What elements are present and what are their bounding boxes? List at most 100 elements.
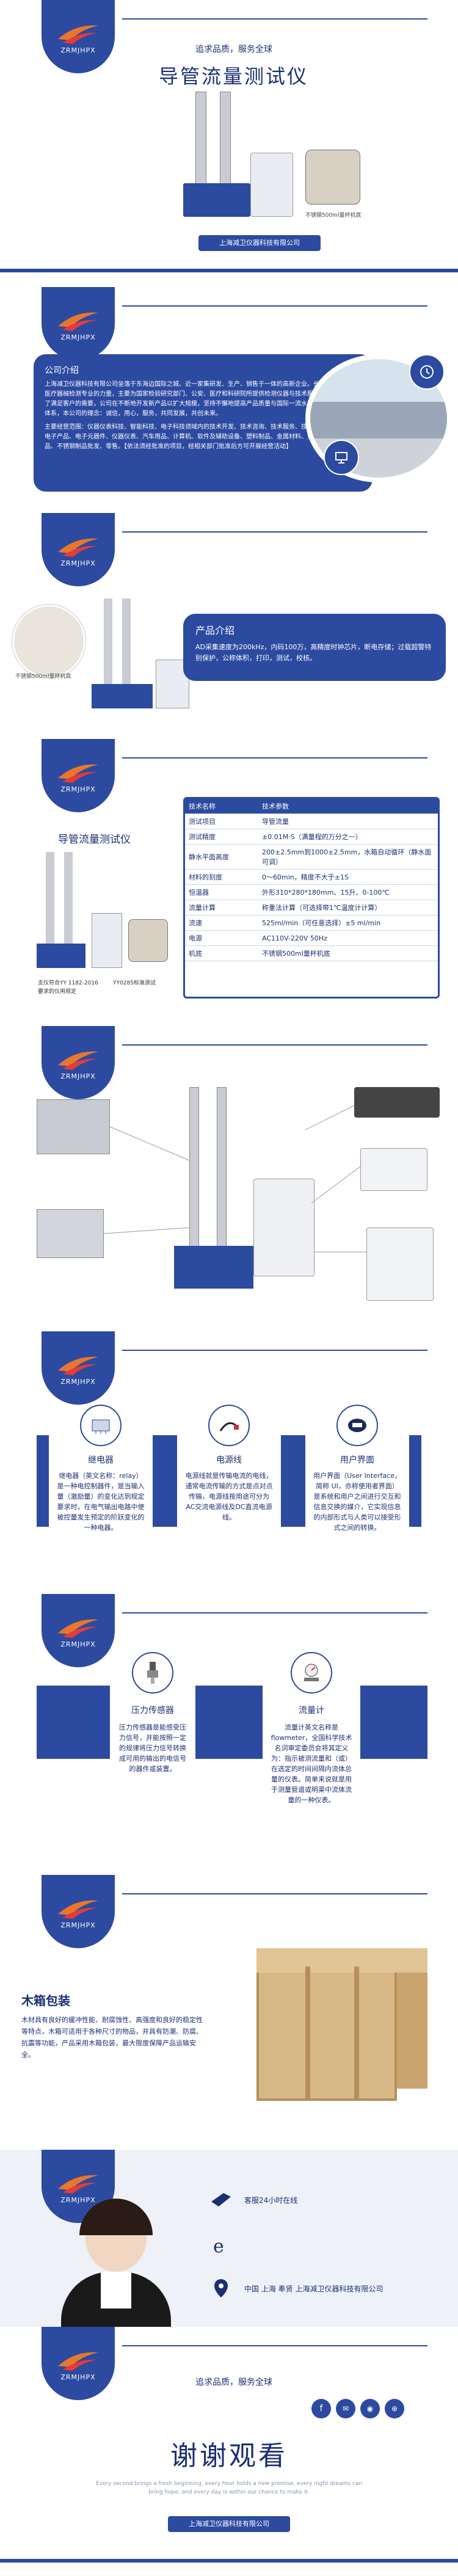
- thanks-section: ZRMJHPX 追求品质，服务全球 f ✉ ◉ ⊕ 谢谢观看 Every sec…: [0, 2327, 458, 2576]
- feature-title-ui: 用户界面: [340, 1455, 374, 1465]
- feature-title-power-cord: 电源线: [216, 1455, 242, 1465]
- spec-key: 流速: [185, 915, 258, 931]
- feature-title-flowmeter: 流量计: [299, 1706, 324, 1716]
- logo-text: ZRMJHPX: [60, 785, 96, 793]
- features2-band-center: [195, 1686, 263, 1759]
- hero-company-pill: 上海减卫仪器科技有限公司: [198, 235, 321, 251]
- spec-value: 200±2.5mm到1000±2.5mm，水箱自动循环（静水面可调）: [258, 844, 438, 870]
- table-row: 流量计算称重法计算（可选择带1℃温度计计算）: [185, 900, 438, 915]
- customer-service-photo: [43, 2192, 189, 2327]
- product-heading: 产品介绍: [195, 625, 235, 636]
- specs-logo-badge: ZRMJHPX: [42, 739, 115, 812]
- intro-heading: 公司介绍: [45, 366, 79, 376]
- power-cord-icon: [208, 1405, 250, 1446]
- facebook-icon[interactable]: f: [311, 2399, 331, 2418]
- logo-badge: ZRMJHPX: [42, 0, 115, 73]
- logo-text: ZRMJHPX: [60, 2373, 96, 2381]
- features2-logo-badge: ZRMJHPX: [42, 1594, 115, 1667]
- product-detail-section: ZRMJHPX: [0, 1026, 458, 1331]
- brand-logo-icon: [58, 1619, 98, 1638]
- specs-caption-1: 支仪符合YY 1182-2016: [38, 980, 98, 986]
- specs-table: 技术名称 技术参数 测试项目导管流量 测试精度±0.01M·S（满量程的万分之一…: [185, 799, 438, 961]
- feature-desc-relay: 继电器（英文名称：relay）是一种电控制器件，是当输入量（激励量）的变化达到规…: [57, 1472, 145, 1532]
- camera-icon[interactable]: ◉: [360, 2399, 380, 2418]
- product-photo: [12, 599, 195, 715]
- hero-title: 导管流量测试仪: [159, 65, 309, 88]
- thanks-tagline: Every second brings a fresh beginning, e…: [95, 2481, 363, 2495]
- relay-icon: [80, 1405, 122, 1446]
- thanks-slogan: 追求品质，服务全球: [195, 2378, 272, 2387]
- wooden-crate-image: [238, 1942, 434, 2113]
- features2-top-line: [122, 1612, 427, 1614]
- feature-desc-ui: 用户界面（User Interface，简称 UI，亦称使用者界面）是系统和用户…: [313, 1472, 401, 1532]
- spec-key: 电源: [185, 930, 258, 946]
- product-top-line: [122, 531, 427, 533]
- browser-icon: e: [208, 2232, 234, 2259]
- contact-address: 中国 上海 奉贤 上海减卫仪器科技有限公司: [244, 2285, 383, 2293]
- brand-logo-icon: [58, 2352, 98, 2371]
- spec-value: 外形310*280*180mm、15升、0-100℃: [258, 884, 438, 900]
- spec-value: 不锈钢500ml量杯机底: [258, 945, 438, 961]
- specs-top-line: [122, 757, 427, 759]
- table-row: 测试精度±0.01M·S（满量程的万分之一）: [185, 829, 438, 845]
- spec-value: 525ml/min（可任意选择）±5 ml/min: [258, 915, 438, 931]
- thanks-top-line: [122, 2345, 427, 2346]
- table-row: 测试项目导管流量: [185, 813, 438, 829]
- table-row: 恒温器外形310*280*180mm、15升、0-100℃: [185, 884, 438, 900]
- intro-logo-badge: ZRMJHPX: [42, 287, 115, 360]
- spec-value: ±0.01M·S（满量程的万分之一）: [258, 829, 438, 845]
- spec-value: 0～60min，精度不大于±1S: [258, 869, 438, 885]
- brand-logo-icon: [58, 312, 98, 331]
- logo-text: ZRMJHPX: [60, 1640, 96, 1648]
- spec-key: 测试精度: [185, 829, 258, 845]
- spec-value: AC110V-220V 50Hz: [258, 930, 438, 946]
- logo-text: ZRMJHPX: [60, 2196, 96, 2204]
- twitter-icon[interactable]: ✉: [336, 2399, 355, 2418]
- specs-col-name: 技术名称: [185, 799, 258, 814]
- thanks-bottom-band: [0, 2559, 458, 2563]
- logo-text: ZRMJHPX: [60, 1378, 96, 1386]
- detail-top-line: [122, 1044, 427, 1046]
- hero-slogan: 追求品质，服务全球: [195, 45, 272, 54]
- spec-key: 流量计算: [185, 900, 258, 915]
- clock-icon: [409, 354, 445, 390]
- features-section-2: ZRMJHPX 压力传感器 流量计 压力传感器是能感受压力信号，并能按照一定的规…: [0, 1594, 458, 1875]
- thanks-title: 谢谢观看: [170, 2440, 288, 2472]
- crate-heading: 木箱包装: [21, 1993, 70, 2008]
- hero-top-line: [122, 18, 427, 20]
- spec-key: 材料的刻度: [185, 869, 258, 885]
- features-section-1: ZRMJHPX 继电器 电源线 用户界面 继电器（英文名称：relay）是一种电…: [0, 1331, 458, 1594]
- intro-paragraph-2: 主要经营范围：仪器仪表科技、智能科技、电子科技领域内的技术开发、技术咨询、技术服…: [45, 424, 332, 450]
- contact-logo-badge: ZRMJHPX: [42, 2150, 115, 2223]
- intro-section: ZRMJHPX 公司介绍 上海减卫仪器科技有限公司坐落于东海边国际之城、近一家集…: [0, 287, 458, 513]
- brand-logo-icon: [58, 25, 98, 44]
- feature-desc-pressure-sensor: 压力传感器是能感受压力信号，并能按照一定的规律将压力信号转换成可用的输出的电信号…: [119, 1723, 186, 1773]
- specs-table-header: 技术名称 技术参数: [185, 799, 438, 814]
- specs-section: ZRMJHPX 导管流量测试仪 支仪符合YY 1182-2016 YY0285标…: [0, 739, 458, 1026]
- presentation-icon: [324, 440, 359, 475]
- specs-caption-3: 要求的仪用规定: [38, 989, 77, 995]
- packaging-section: ZRMJHPX 木箱包装 木材具有良好的缓冲性能、耐腐蚀性、高强度和良好的稳定性…: [0, 1875, 458, 2150]
- product-logo-badge: ZRMJHPX: [42, 513, 115, 586]
- specs-table-panel: 技术名称 技术参数 测试项目导管流量 测试精度±0.01M·S（满量程的万分之一…: [183, 797, 440, 999]
- brand-logo-icon: [58, 1356, 98, 1375]
- brand-logo-icon: [58, 764, 98, 783]
- product-description: AD采集速度为200kHz，内码100万，高精度时钟芯片，断电存储；过载超警特别…: [195, 643, 432, 662]
- spec-value: 称重法计算（可选择带1℃温度计计算）: [258, 900, 438, 915]
- feature-card-flowmeter: [263, 1673, 360, 1832]
- spec-key: 静水平面高度: [185, 844, 258, 870]
- feature-title-relay: 继电器: [88, 1455, 114, 1465]
- brand-logo-icon: [58, 1051, 98, 1070]
- features1-logo-badge: ZRMJHPX: [42, 1331, 115, 1405]
- logo-text: ZRMJHPX: [60, 1921, 96, 1929]
- features1-top-line: [122, 1350, 427, 1351]
- flowmeter-icon: [291, 1652, 332, 1694]
- intro-building-photo: [305, 354, 452, 482]
- crate-top-line: [122, 1893, 427, 1894]
- detail-logo-badge: ZRMJHPX: [42, 1026, 115, 1099]
- globe-icon[interactable]: ⊕: [385, 2399, 404, 2418]
